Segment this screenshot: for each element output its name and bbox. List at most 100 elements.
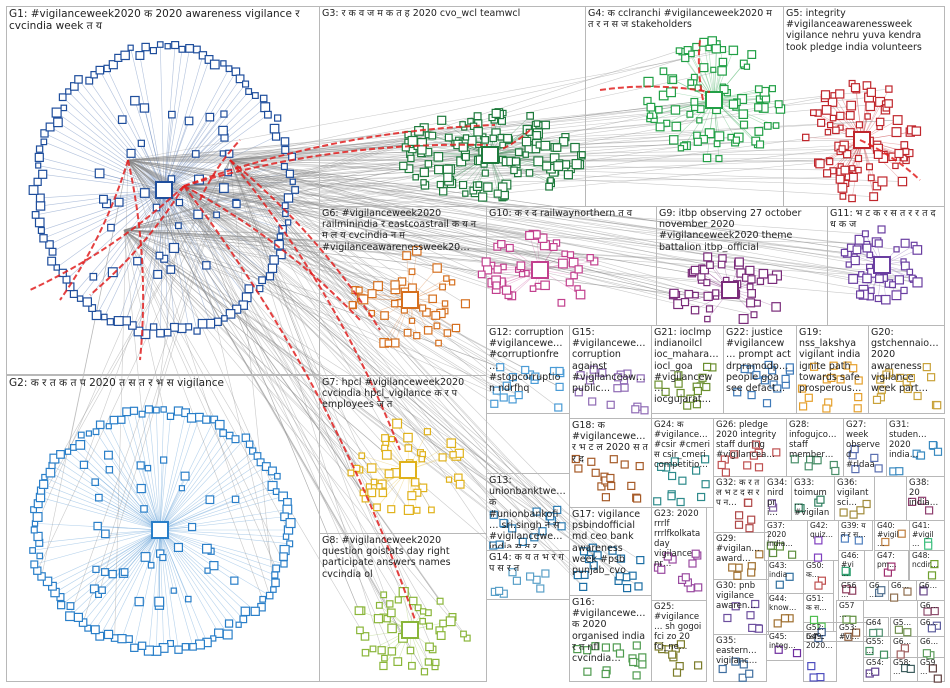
- node: [636, 463, 643, 470]
- node: [395, 597, 401, 603]
- node: [503, 286, 511, 294]
- node: [837, 112, 844, 119]
- node: [846, 262, 851, 267]
- node: [748, 392, 755, 399]
- node: [719, 58, 726, 65]
- node: [691, 266, 698, 273]
- node: [660, 68, 667, 75]
- node: [92, 479, 98, 485]
- node: [892, 291, 901, 300]
- node: [80, 461, 87, 468]
- node: [786, 364, 793, 371]
- node: [530, 286, 536, 292]
- node: [840, 194, 846, 200]
- node: [37, 146, 43, 152]
- node: [669, 473, 676, 480]
- node: [220, 151, 225, 156]
- node: [474, 113, 481, 120]
- node: [519, 538, 526, 545]
- node: [575, 465, 582, 472]
- cluster-panel-g42: [808, 521, 839, 561]
- node: [520, 272, 525, 277]
- node: [38, 228, 44, 234]
- node: [808, 663, 815, 670]
- node: [118, 416, 125, 423]
- node: [827, 159, 833, 165]
- node: [382, 435, 389, 442]
- node: [883, 371, 890, 378]
- node: [436, 340, 442, 346]
- node: [866, 648, 873, 655]
- node: [602, 671, 609, 678]
- node: [474, 128, 482, 136]
- node: [196, 413, 204, 421]
- node: [575, 266, 582, 273]
- node: [898, 530, 905, 537]
- node: [516, 149, 523, 156]
- node: [355, 607, 363, 615]
- node: [522, 367, 529, 374]
- node: [856, 156, 862, 162]
- node: [840, 509, 847, 516]
- node: [874, 151, 882, 159]
- node: [589, 544, 596, 551]
- node: [405, 445, 412, 452]
- node: [493, 282, 500, 289]
- node: [837, 376, 844, 383]
- node: [427, 623, 433, 629]
- node: [539, 528, 546, 535]
- node: [409, 269, 415, 275]
- node: [739, 315, 748, 324]
- node: [775, 101, 782, 108]
- node: [566, 279, 573, 286]
- cluster-panel-g34: [765, 477, 792, 521]
- node: [271, 587, 276, 592]
- node: [175, 544, 183, 552]
- node: [632, 406, 639, 413]
- node: [260, 597, 266, 603]
- node: [757, 278, 763, 284]
- node: [154, 271, 162, 279]
- node: [443, 165, 452, 174]
- node: [748, 51, 756, 59]
- node: [671, 106, 679, 114]
- node: [368, 290, 376, 298]
- node: [843, 616, 850, 623]
- node: [105, 630, 113, 638]
- node: [359, 453, 365, 459]
- node: [49, 248, 56, 255]
- node: [575, 389, 582, 396]
- node: [378, 647, 385, 654]
- node: [425, 327, 432, 334]
- node: [421, 609, 426, 614]
- node: [691, 307, 698, 314]
- node: [751, 312, 757, 318]
- node: [370, 646, 376, 652]
- node: [677, 390, 684, 397]
- node: [931, 561, 938, 568]
- node: [670, 289, 678, 297]
- node: [253, 93, 259, 99]
- node: [141, 189, 150, 198]
- node: [409, 284, 417, 292]
- node: [890, 282, 896, 288]
- node: [886, 86, 892, 92]
- node: [348, 470, 354, 476]
- node: [718, 67, 726, 75]
- node: [579, 152, 585, 158]
- node: [702, 456, 709, 463]
- node: [206, 113, 214, 121]
- node: [875, 465, 882, 472]
- node: [267, 592, 273, 598]
- node: [482, 258, 490, 266]
- node: [832, 468, 839, 475]
- node: [828, 374, 835, 381]
- node: [388, 624, 396, 632]
- node: [157, 330, 164, 337]
- node: [707, 262, 714, 269]
- node: [205, 568, 210, 573]
- node: [901, 142, 908, 149]
- node: [413, 175, 418, 180]
- node: [676, 48, 682, 54]
- node: [577, 372, 584, 379]
